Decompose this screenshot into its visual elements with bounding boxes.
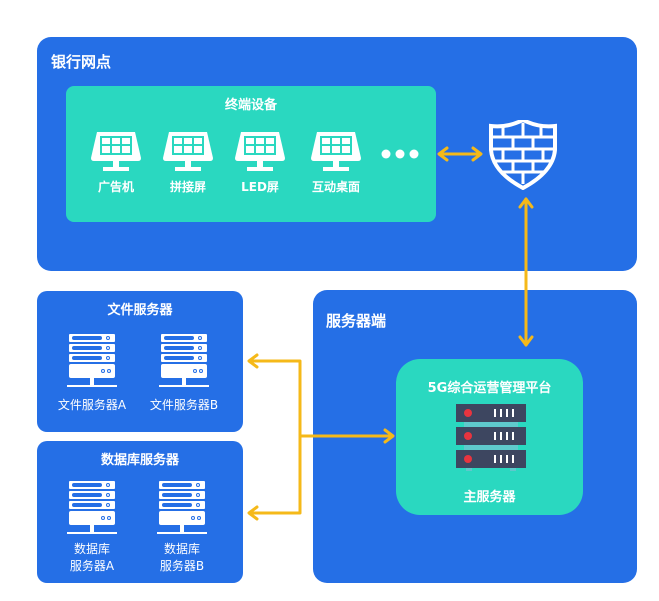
terminal-devices-title: 终端设备	[224, 98, 277, 113]
db-servers-panel: 数据库服务器 数据库 服务器A 数据库 服务器B	[37, 441, 243, 583]
platform-title: 5G综合运营管理平台	[427, 381, 552, 396]
main-server-label: 主服务器	[463, 490, 516, 505]
server-rack-icon	[157, 481, 207, 534]
file-servers-title: 文件服务器	[107, 303, 173, 318]
server-label-line1: 数据库	[163, 542, 200, 556]
server-item: 文件服务器A	[47, 334, 137, 414]
server-label: 文件服务器A	[57, 398, 127, 412]
device-item: 广告机	[88, 130, 144, 195]
monitor-icon	[163, 132, 213, 171]
main-server-icon	[456, 404, 526, 471]
server-item: 文件服务器B	[139, 334, 229, 414]
db-servers-title: 数据库服务器	[100, 453, 179, 468]
server-label-line1: 数据库	[73, 542, 110, 556]
server-rack-icon	[67, 481, 117, 534]
device-item: LED屏	[232, 130, 288, 195]
bank-branch-title: 银行网点	[51, 53, 112, 71]
platform-box: 5G综合运营管理平台 主服务器	[396, 359, 583, 515]
monitor-icon	[91, 132, 141, 171]
monitor-icon	[311, 132, 361, 171]
device-label: 拼接屏	[169, 180, 206, 194]
server-label-line2: 服务器B	[159, 559, 205, 573]
firewall-shield-icon	[489, 120, 557, 190]
ellipsis-icon	[381, 149, 419, 159]
monitor-icon	[235, 132, 285, 171]
server-item: 数据库 服务器B	[137, 481, 227, 575]
server-side-title: 服务器端	[326, 312, 387, 330]
server-rack-icon	[159, 334, 209, 387]
device-label: 广告机	[97, 180, 134, 194]
device-label: 互动桌面	[311, 180, 360, 194]
server-item: 数据库 服务器A	[47, 481, 137, 575]
server-label-line2: 服务器A	[69, 559, 115, 573]
bank-branch-panel: 银行网点 终端设备 广告机 拼接屏	[37, 37, 637, 271]
file-servers-panel: 文件服务器 文件服务器A 文件服务器B	[37, 291, 243, 432]
device-item: 拼接屏	[160, 130, 216, 195]
terminal-devices-group: 终端设备 广告机 拼接屏	[66, 86, 436, 222]
device-label: LED屏	[241, 180, 279, 194]
server-label: 文件服务器B	[149, 398, 219, 412]
device-item: 互动桌面	[300, 130, 372, 195]
server-rack-icon	[67, 334, 117, 387]
server-side-panel: 服务器端 5G综合运营管理平台 主服务器	[313, 290, 637, 583]
